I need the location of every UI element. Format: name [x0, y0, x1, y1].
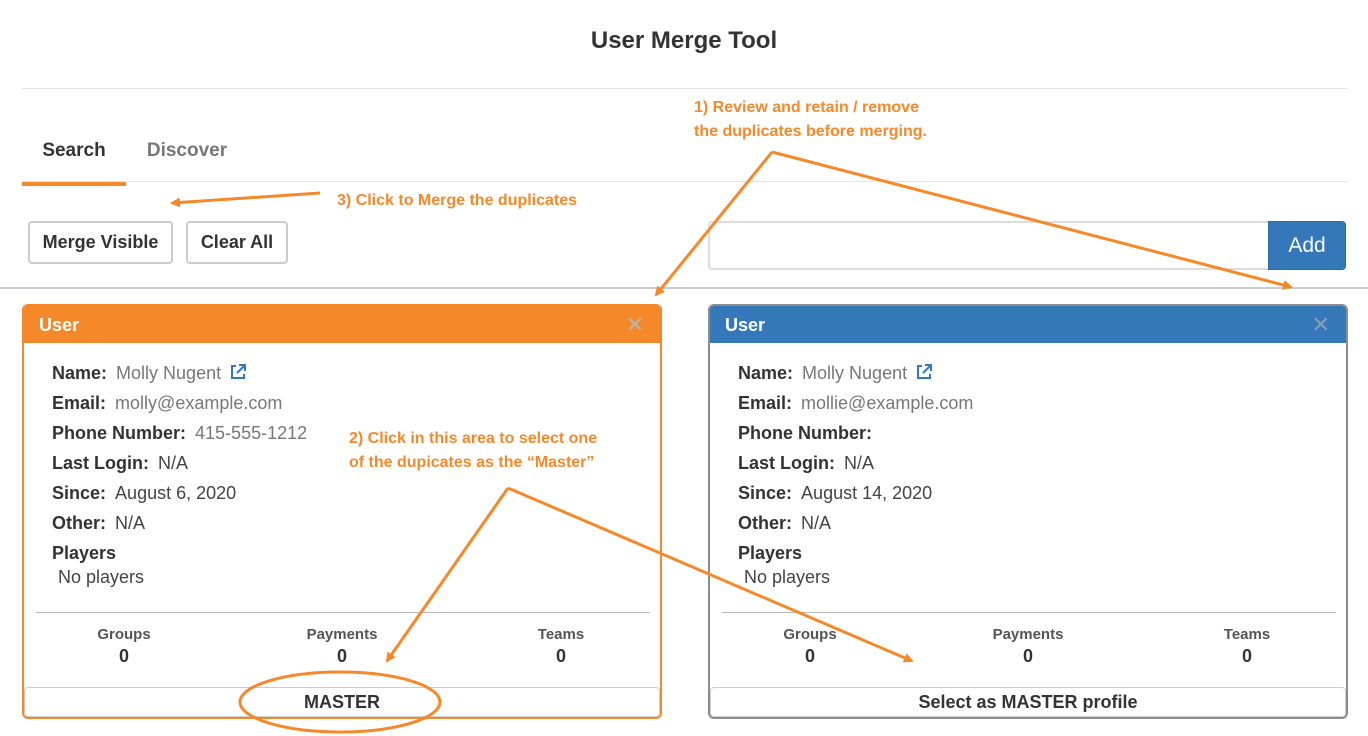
since-label: Since:	[52, 483, 107, 503]
user-last-login: N/A	[844, 453, 875, 473]
payments-label: Payments	[306, 626, 378, 643]
arrow-to-merge-button	[170, 191, 321, 208]
email-label: Email:	[738, 393, 793, 413]
close-icon[interactable]: ✕	[625, 312, 644, 337]
user-last-login: N/A	[158, 453, 189, 473]
since-label: Since:	[738, 483, 793, 503]
clear-all-button[interactable]: Clear All	[186, 221, 288, 264]
divider	[0, 287, 1368, 289]
user-other: N/A	[115, 513, 146, 533]
card-header: User ✕	[710, 306, 1346, 343]
divider	[22, 88, 1348, 89]
user-email: mollie@example.com	[801, 393, 974, 413]
last-login-label: Last Login:	[738, 453, 835, 473]
groups-count: 0	[804, 646, 815, 666]
master-button[interactable]: MASTER	[24, 687, 660, 717]
groups-label: Groups	[97, 626, 151, 643]
teams-label: Teams	[537, 626, 585, 643]
card-title: User	[725, 315, 766, 335]
payments-label: Payments	[992, 626, 1064, 643]
players-heading: Players	[52, 543, 117, 563]
card-title: User	[39, 315, 80, 335]
external-link-icon[interactable]	[915, 363, 933, 386]
teams-stat: Teams 0	[491, 626, 631, 667]
close-icon[interactable]: ✕	[1311, 312, 1330, 337]
name-label: Name:	[738, 363, 794, 383]
annotation-review-line2: the duplicates before merging.	[694, 123, 927, 140]
teams-count: 0	[555, 646, 566, 666]
name-label: Name:	[52, 363, 108, 383]
user-card-duplicate[interactable]: User ✕ Name: Molly Nugent Email: mollie@…	[708, 304, 1348, 719]
tab-discover[interactable]: Discover	[146, 140, 228, 161]
user-email: molly@example.com	[115, 393, 283, 413]
last-login-label: Last Login:	[52, 453, 149, 473]
card-header: User ✕	[24, 306, 660, 343]
page-title: User Merge Tool	[590, 27, 778, 54]
players-value: No players	[58, 567, 145, 587]
groups-stat: Groups 0	[54, 626, 194, 667]
divider	[36, 612, 650, 613]
user-since: August 6, 2020	[115, 483, 237, 503]
annotation-select-line1: 2) Click in this area to select one	[349, 430, 598, 447]
divider	[722, 612, 1336, 613]
payments-count: 0	[1022, 646, 1033, 666]
payments-stat: Payments 0	[272, 626, 412, 667]
tab-bar: Search Discover	[22, 130, 1348, 186]
other-label: Other:	[52, 513, 106, 533]
annotation-select: 2) Click in this area to select one of t…	[349, 427, 597, 475]
user-details: Name: Molly Nugent Email: molly@example.…	[52, 363, 307, 588]
groups-stat: Groups 0	[740, 626, 880, 667]
annotation-merge: 3) Click to Merge the duplicates	[337, 192, 578, 209]
add-button[interactable]: Add	[1268, 221, 1346, 270]
merge-visible-button[interactable]: Merge Visible	[28, 221, 173, 264]
annotation-review-line1: 1) Review and retain / remove	[694, 99, 919, 116]
user-details: Name: Molly Nugent Email: mollie@example…	[738, 363, 973, 588]
user-name: Molly Nugent	[802, 363, 908, 383]
payments-count: 0	[336, 646, 347, 666]
teams-stat: Teams 0	[1177, 626, 1317, 667]
tab-search[interactable]: Search	[22, 130, 126, 186]
user-phone: 415-555-1212	[195, 423, 308, 443]
annotation-review: 1) Review and retain / remove the duplic…	[694, 96, 927, 144]
user-name: Molly Nugent	[116, 363, 222, 383]
other-label: Other:	[738, 513, 792, 533]
groups-count: 0	[118, 646, 129, 666]
external-link-icon[interactable]	[229, 363, 247, 386]
teams-count: 0	[1241, 646, 1252, 666]
phone-label: Phone Number:	[738, 423, 873, 443]
user-since: August 14, 2020	[801, 483, 933, 503]
user-other: N/A	[801, 513, 832, 533]
groups-label: Groups	[783, 626, 837, 643]
payments-stat: Payments 0	[958, 626, 1098, 667]
phone-label: Phone Number:	[52, 423, 187, 443]
teams-label: Teams	[1223, 626, 1271, 643]
players-heading: Players	[738, 543, 803, 563]
user-search-input[interactable]	[708, 221, 1269, 270]
user-card-master[interactable]: User ✕ Name: Molly Nugent Email: molly@e…	[22, 304, 662, 719]
email-label: Email:	[52, 393, 107, 413]
annotation-select-line2: of the dupicates as the “Master”	[349, 454, 595, 471]
select-master-button[interactable]: Select as MASTER profile	[710, 687, 1346, 717]
players-value: No players	[744, 567, 831, 587]
